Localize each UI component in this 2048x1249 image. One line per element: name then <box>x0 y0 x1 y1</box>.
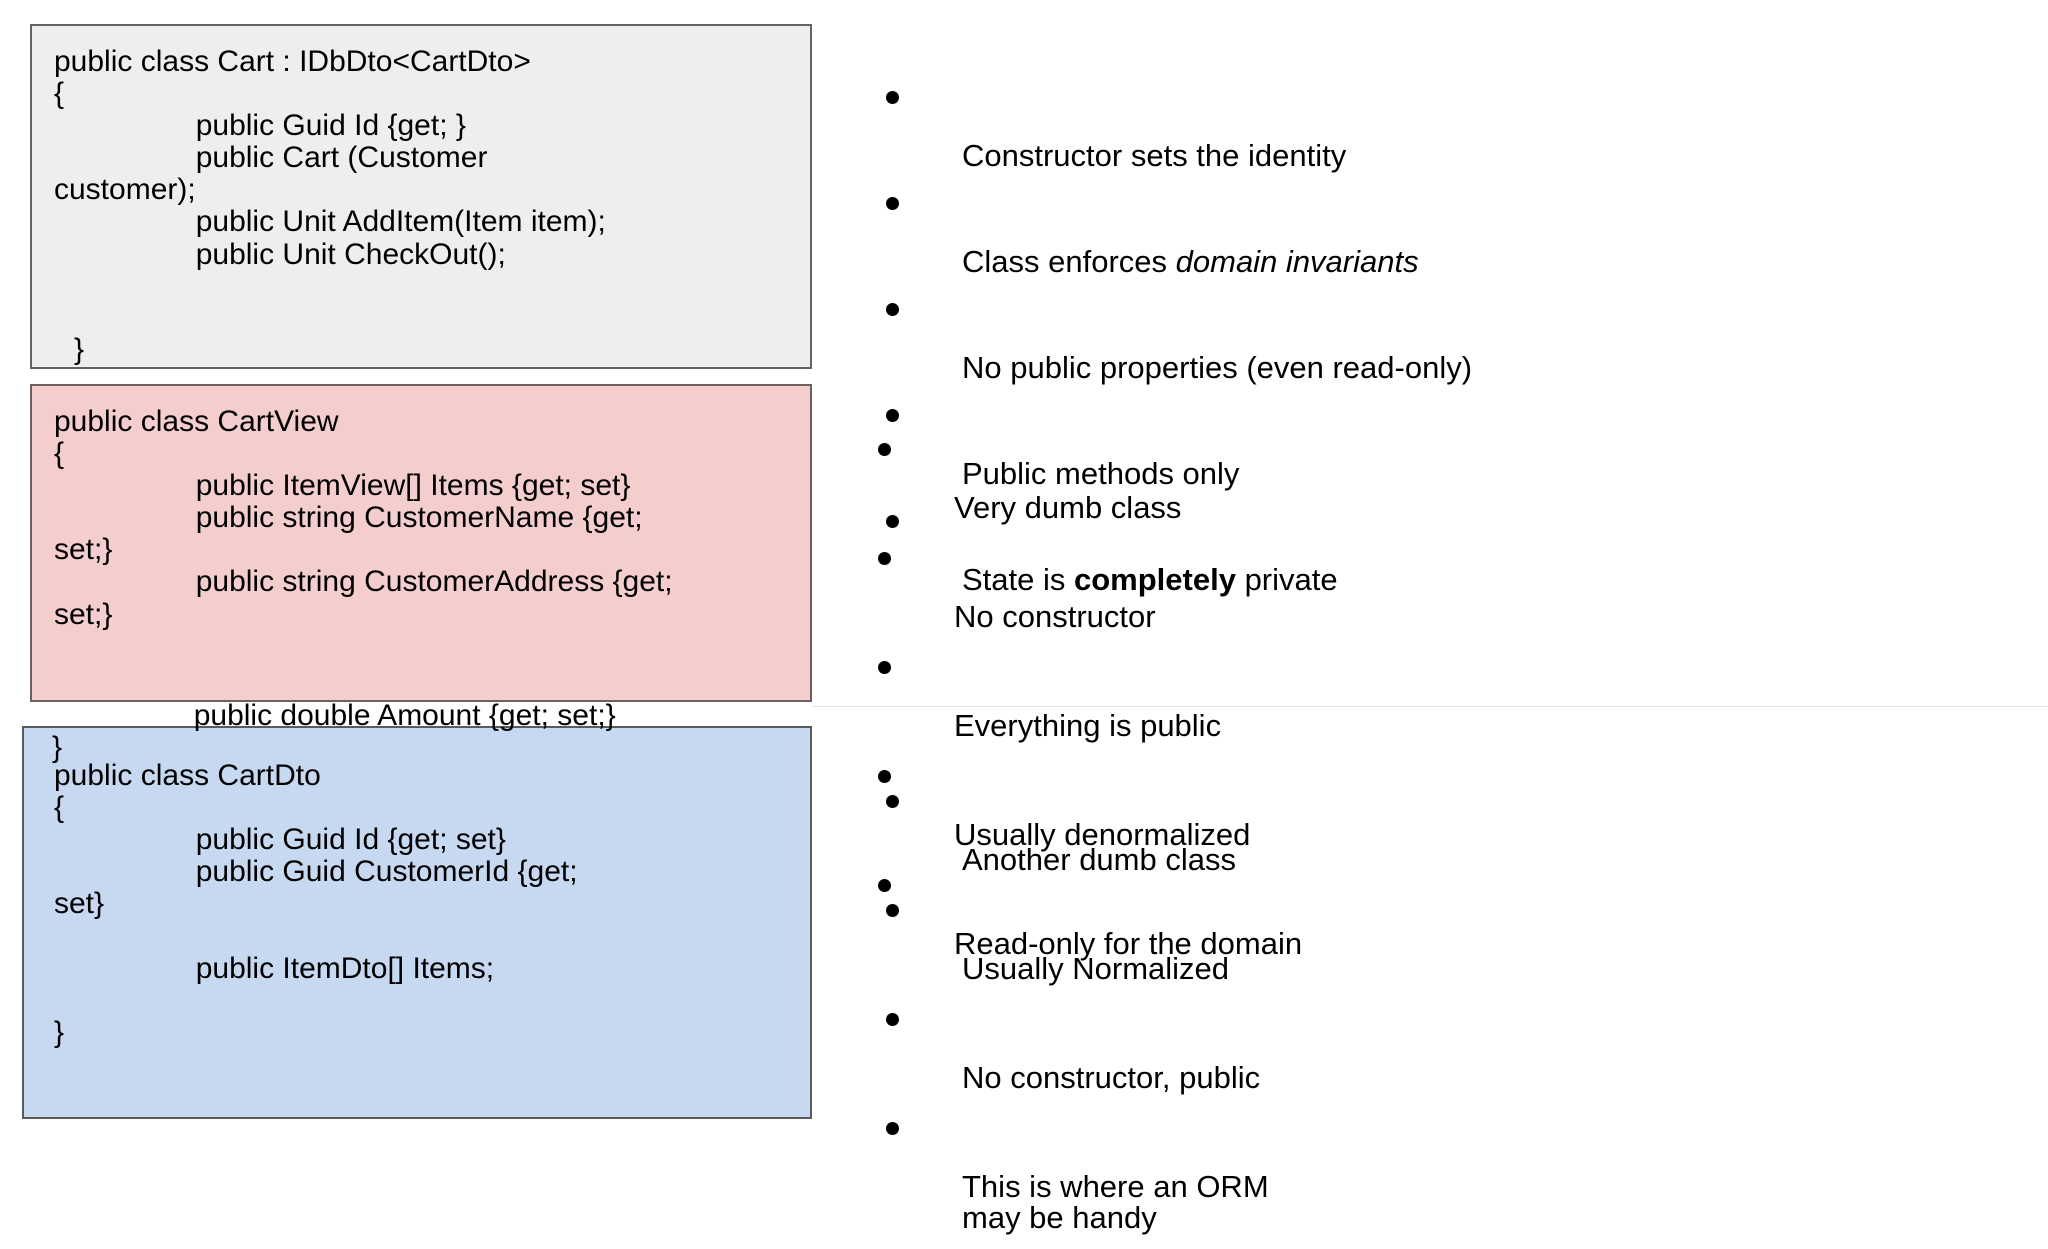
slide-canvas: public class Cart : IDbDto<CartDto> { pu… <box>22 24 2048 1233</box>
bullet-dot-icon <box>886 795 899 808</box>
list-item-text: Class enforces <box>962 244 1176 279</box>
bullet-dot-icon <box>886 409 899 422</box>
bullet-dot-icon <box>878 770 891 783</box>
bullet-dot-icon <box>886 904 899 917</box>
list-item-text: No constructor, public <box>962 1060 1261 1095</box>
code-box-cartview: public class CartView { public ItemView[… <box>30 384 812 702</box>
bullet-dot-icon <box>886 303 899 316</box>
list-item-text: No public properties (even read-only) <box>962 350 1473 385</box>
code-text-cartview: public class CartView { public ItemView[… <box>54 405 673 631</box>
list-item: Class enforces domain invariants <box>880 184 1640 277</box>
list-item: No constructor, public <box>880 1000 1640 1093</box>
code-overflow-cart: } <box>74 333 85 366</box>
list-item: Public methods only <box>880 396 1640 489</box>
bullet-dot-icon <box>886 515 899 528</box>
bullet-dot-icon <box>886 91 899 104</box>
bullet-dot-icon <box>878 879 891 892</box>
bullet-dot-icon <box>886 1122 899 1135</box>
list-item: Very dumb class <box>872 430 1632 523</box>
bullet-dot-icon <box>878 661 891 674</box>
list-item-text: State is <box>962 562 1074 597</box>
list-item: State is completely private <box>880 502 1640 595</box>
code-box-cartdto: public class CartDto { public Guid Id {g… <box>22 726 812 1119</box>
code-text-cartdto: public class CartDto { public Guid Id {g… <box>54 759 578 1049</box>
list-item: Read-only for the domain <box>872 866 1632 959</box>
list-item: Usually denormalized <box>872 757 1632 850</box>
bullet-list-cartview: Very dumb class No constructor Everythin… <box>872 430 1632 975</box>
list-item-text: Another dumb class <box>962 842 1236 877</box>
bullet-dot-icon <box>886 197 899 210</box>
divider-line <box>812 706 2048 707</box>
code-text-cart: public class Cart : IDbDto<CartDto> { pu… <box>54 45 606 271</box>
list-item-text: Constructor sets the identity <box>962 138 1347 173</box>
bullet-list-cartdto: Another dumb class Usually Normalized No… <box>880 782 1640 1249</box>
list-item-text: Read-only for the domain <box>954 926 1303 961</box>
bullet-dot-icon <box>878 443 891 456</box>
list-item-text: Very dumb class <box>954 490 1182 525</box>
code-overflow-cartview: public double Amount {get; set;} } <box>52 699 616 765</box>
list-item: This is where an ORM may be handy <box>880 1109 1640 1233</box>
bullet-dot-icon <box>886 1013 899 1026</box>
list-item: No public properties (even read-only) <box>880 290 1640 383</box>
list-item: Another dumb class <box>880 782 1640 875</box>
list-item: Usually Normalized <box>880 891 1640 984</box>
list-item-emphasis: domain invariants <box>1175 244 1419 279</box>
list-item-text-tail: private <box>1235 562 1338 597</box>
list-item-text: This is where an ORM may be handy <box>962 1169 1269 1235</box>
list-item: Constructor sets the identity <box>880 78 1640 171</box>
bullet-list-cart: Constructor sets the identity Class enfo… <box>880 78 1640 608</box>
list-item-strong: completely <box>1074 562 1236 597</box>
list-item: No constructor <box>872 539 1632 632</box>
code-box-cart: public class Cart : IDbDto<CartDto> { pu… <box>30 24 812 369</box>
bullet-dot-icon <box>878 552 891 565</box>
list-item-text: Everything is public <box>954 708 1222 743</box>
list-item-text: Usually denormalized <box>954 817 1251 852</box>
list-item: Everything is public <box>872 648 1632 741</box>
list-item-text: No constructor <box>954 599 1156 634</box>
list-item-text: Public methods only <box>962 456 1240 491</box>
list-item-text: Usually Normalized <box>962 951 1230 986</box>
